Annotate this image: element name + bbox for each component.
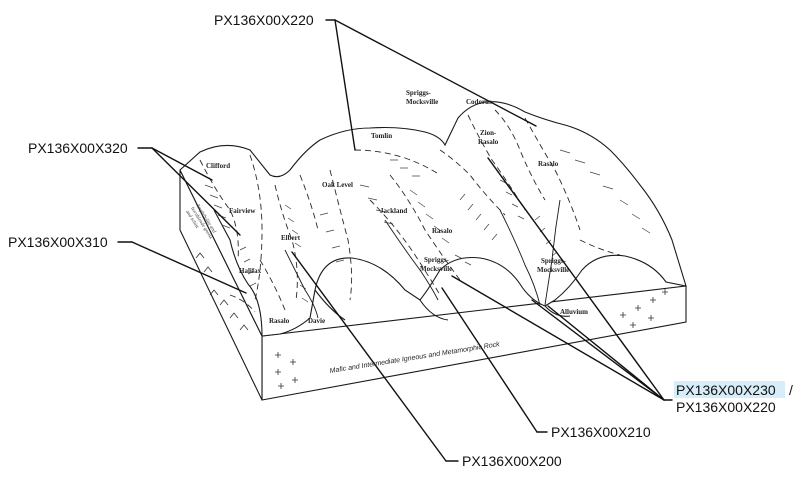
soil-label-rasalo-right: Rasalo <box>538 160 559 168</box>
front-valley-4 <box>544 305 571 317</box>
stream-far-right <box>544 199 561 306</box>
callout-left-lower: PX136X00X310 <box>8 234 108 250</box>
slope-hatching <box>204 149 651 303</box>
leader-bottom-middle <box>441 287 538 433</box>
stream-left <box>284 249 319 319</box>
rock-symbols <box>195 252 668 389</box>
soil-label-spriggs-top-1: Spriggs- <box>406 89 432 97</box>
callout-bottom-middle: PX136X00X210 <box>551 424 651 440</box>
leader-lines <box>117 19 673 462</box>
callout-right-separator: / <box>789 382 793 398</box>
soil-label-jackland: Jackland <box>380 207 407 215</box>
stream-right <box>499 209 541 306</box>
soil-label-rasalo-mid: Rasalo <box>432 227 453 235</box>
soil-label-oak-level: Oak Level <box>322 181 353 189</box>
soil-label-tomlin: Tomlin <box>371 132 392 140</box>
leader-top-to-right-ridge <box>334 19 537 127</box>
soil-label-spriggs-top-2: Mocksville <box>406 98 438 106</box>
front-valley-3 <box>419 299 449 321</box>
soil-label-zion-2: Rasalo <box>478 138 499 146</box>
soil-label-davie: Davie <box>308 317 325 325</box>
soil-label-spriggs-right-2: Mocksville <box>537 266 569 274</box>
leader-right-c <box>547 305 665 401</box>
leader-right-d <box>451 275 665 401</box>
leader-right-a <box>487 157 665 401</box>
callout-top: PX136X00X220 <box>214 12 314 28</box>
leader-bottom <box>291 251 447 462</box>
soil-unit-labels: Clifford Fairview Halifax Elbert Rasalo … <box>206 89 588 325</box>
soil-label-codorus: Codorus <box>466 98 492 106</box>
callout-bottom: PX136X00X200 <box>462 453 562 469</box>
soil-label-spriggs-mid-2: Mocksville <box>420 265 452 273</box>
leader-top-to-tomlin <box>334 19 356 151</box>
stream-center <box>384 219 439 301</box>
callout-right-highlighted: PX136X00X230 <box>676 382 776 398</box>
callout-highlight <box>674 381 785 398</box>
front-valley-1 <box>213 209 263 337</box>
soil-label-elbert: Elbert <box>281 234 301 242</box>
soil-label-rasalo-front: Rasalo <box>269 317 290 325</box>
front-valley-2 <box>314 289 346 321</box>
callout-labels: PX136X00X220 PX136X00X320 PX136X00X310 P… <box>8 12 793 469</box>
callout-left-upper: PX136X00X320 <box>28 140 128 156</box>
soil-label-zion-1: Zion- <box>480 129 497 137</box>
stream-channels <box>284 199 561 319</box>
leader-left-upper-a <box>151 147 213 181</box>
soil-label-halifax: Halifax <box>239 267 262 275</box>
leader-left-lower <box>131 241 247 294</box>
soil-label-fairview: Fairview <box>229 207 256 215</box>
leader-right-b <box>531 299 665 401</box>
callout-right-second: PX136X00X220 <box>676 399 776 415</box>
soil-label-alluvium: Alluvium <box>560 308 588 316</box>
soil-boundaries <box>199 109 621 313</box>
soil-label-clifford: Clifford <box>206 162 230 170</box>
soil-label-spriggs-mid-1: Spriggs- <box>424 256 450 264</box>
soil-label-spriggs-right-1: Spriggs- <box>541 257 567 265</box>
leader-left-upper-b <box>151 147 241 236</box>
